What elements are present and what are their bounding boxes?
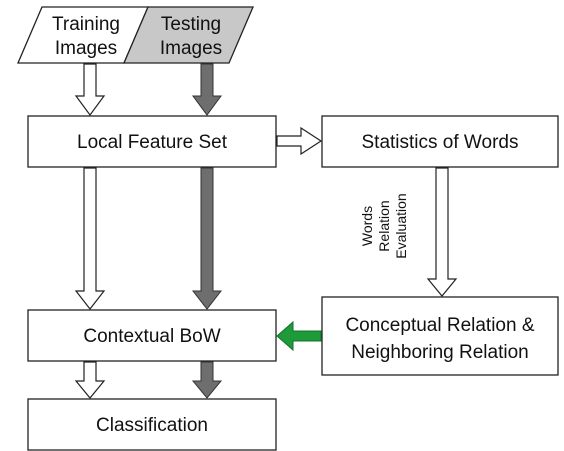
contextual-bow-label: Contextual BoW: [83, 326, 220, 347]
local-feature-set-label: Local Feature Set: [77, 132, 228, 153]
arrow-training-to-features: [74, 63, 106, 117]
arrow-features-to-statistics: [276, 126, 323, 156]
relation-label-2: Neighboring Relation: [351, 342, 528, 363]
local-feature-set-node: [27, 115, 277, 168]
arrow-relation-to-bow: [276, 320, 322, 352]
arrow-bow-to-classification-training: [74, 361, 106, 399]
words-relation-evaluation-label: Words Relation Evaluation: [359, 193, 409, 258]
classification-node: [27, 398, 277, 451]
contextual-bow-node: [27, 309, 277, 362]
statistics-of-words-label: Statistics of Words: [362, 132, 519, 153]
relation-label-1: Conceptual Relation &: [345, 315, 534, 336]
relation-node: [321, 296, 559, 376]
edge-label-line-3: Evaluation: [393, 193, 409, 258]
classification-label: Classification: [96, 415, 208, 436]
arrow-features-to-bow-testing: [191, 167, 223, 310]
arrow-bow-to-classification-testing: [191, 361, 223, 399]
testing-images-label-2: Images: [160, 38, 222, 59]
statistics-of-words-node: [321, 115, 559, 168]
arrow-features-to-bow-training: [74, 167, 106, 310]
arrow-testing-to-features: [192, 63, 222, 116]
training-images-label-1: Training: [52, 14, 120, 35]
testing-images-label-1: Testing: [161, 14, 221, 35]
edge-label-line-2: Relation: [376, 200, 392, 251]
testing-images-node: [123, 6, 254, 64]
arrow-statistics-to-relation: [426, 167, 458, 297]
training-images-label-2: Images: [55, 38, 117, 59]
edge-label-line-1: Words: [359, 206, 375, 246]
